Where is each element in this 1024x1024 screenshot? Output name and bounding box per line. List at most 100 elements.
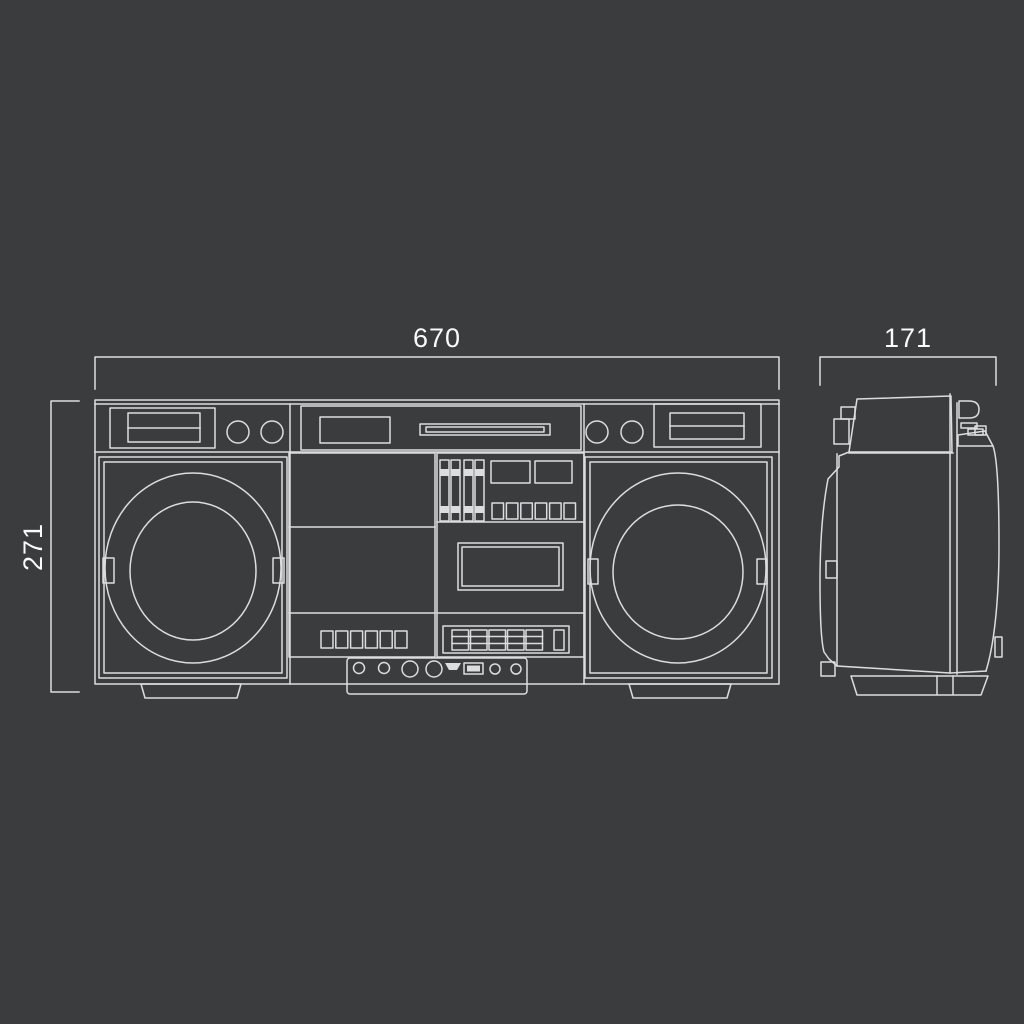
speaker-panel-inner <box>103 461 283 674</box>
left-speaker <box>98 456 288 679</box>
eq-slider-track <box>439 459 450 522</box>
tuner-dial-slot <box>419 423 551 436</box>
function-button <box>505 502 519 520</box>
width-dimension-line <box>94 356 780 390</box>
tuner-window <box>319 416 391 444</box>
side-bottom-edge <box>836 665 987 674</box>
depth-dimension-label: 171 <box>884 323 932 353</box>
badge-outer <box>653 403 762 448</box>
transport-key <box>488 629 507 651</box>
side-latch-tab <box>825 560 838 579</box>
side-back-edge <box>985 445 1000 672</box>
function-button <box>491 502 505 520</box>
transport-key <box>525 629 544 651</box>
panel-outline <box>436 452 585 658</box>
transport-key <box>451 629 470 651</box>
equalizer-sliders <box>439 459 485 522</box>
function-button <box>548 502 562 520</box>
speaker-mount-tab <box>756 558 768 585</box>
transport-key-bed <box>442 625 570 654</box>
tone-knob <box>226 420 250 444</box>
woofer-cone <box>129 501 257 641</box>
woofer-surround <box>104 472 282 664</box>
tuner-dial-slot-inner <box>425 426 545 433</box>
eq-slider-track <box>463 459 474 522</box>
eq-slider-handle <box>475 469 484 476</box>
side-front-bottom-tab <box>820 661 836 677</box>
function-button <box>563 502 577 520</box>
speaker-mount-tab <box>272 557 285 584</box>
center-right-panel <box>436 452 585 658</box>
eq-slider-handle <box>475 506 484 513</box>
cassette-transport-keys <box>442 625 570 654</box>
preset-button <box>335 630 349 649</box>
cassette-door-outer <box>457 542 564 591</box>
side-view <box>819 393 1003 696</box>
side-foot <box>850 675 989 696</box>
battery-cover-latch <box>994 636 1003 658</box>
height-dimension-label: 271 <box>18 523 48 571</box>
speaker-mount-tab <box>587 558 599 585</box>
function-button <box>520 502 534 520</box>
eq-slider-handle <box>451 469 460 476</box>
left-foot <box>140 683 242 699</box>
transport-key <box>506 629 525 651</box>
cassette-door <box>457 542 564 591</box>
woofer-cone <box>612 504 744 640</box>
eq-slider-handle <box>440 506 449 513</box>
top-right-badge <box>653 403 762 448</box>
eq-slider-track <box>450 459 461 522</box>
right-speaker <box>584 456 773 679</box>
connector-panel <box>346 657 528 695</box>
connector-panel-outline <box>346 657 528 695</box>
indicator-window <box>490 460 531 484</box>
preset-button <box>320 630 334 649</box>
usb-port <box>463 662 484 675</box>
handle-pivot-block <box>974 425 987 436</box>
panel-outline <box>288 452 436 658</box>
handle-pivot-bump <box>958 400 980 419</box>
right-foot <box>628 683 732 699</box>
side-top-panel <box>848 395 953 453</box>
cassette-door-inner <box>461 546 560 587</box>
eq-slider-handle <box>464 469 473 476</box>
micro-usb-port <box>445 663 461 670</box>
transport-key <box>469 629 488 651</box>
width-dimension-label: 670 <box>413 323 461 353</box>
aux-jack <box>377 661 391 675</box>
preset-button <box>364 630 379 649</box>
speaker-mount-tab <box>102 557 115 584</box>
reset-button <box>510 663 522 675</box>
preset-button <box>394 630 408 649</box>
tuner-panel <box>300 405 582 451</box>
speaker-panel-inner <box>589 461 768 674</box>
sd-eject-button <box>489 663 501 675</box>
depth-dimension: 171 <box>819 323 997 386</box>
badge-outer <box>109 407 216 449</box>
headphone-jack <box>401 660 419 678</box>
speaker-panel-outer <box>98 456 288 679</box>
front-view <box>94 399 780 699</box>
eq-slider-handle <box>451 506 460 513</box>
center-left-panel <box>288 452 436 658</box>
height-dimension-line <box>50 400 80 693</box>
depth-dimension-line <box>819 356 997 386</box>
top-button-profile <box>833 418 850 445</box>
preset-button <box>379 630 393 649</box>
function-button <box>534 502 548 520</box>
top-left-badge <box>109 407 216 449</box>
function-buttons <box>491 502 577 520</box>
height-dimension: 271 <box>18 400 80 693</box>
side-front-edge <box>819 451 850 668</box>
top-button-profile <box>840 406 856 420</box>
woofer-surround <box>589 472 767 664</box>
mic-jack <box>352 661 366 675</box>
usb-port-tongue <box>467 665 480 672</box>
front-body-outline <box>94 399 780 685</box>
width-dimension: 670 <box>94 323 780 390</box>
balance-knob <box>585 420 609 444</box>
eq-slider-handle <box>440 469 449 476</box>
tuning-knob <box>620 420 644 444</box>
preset-button <box>349 630 364 649</box>
